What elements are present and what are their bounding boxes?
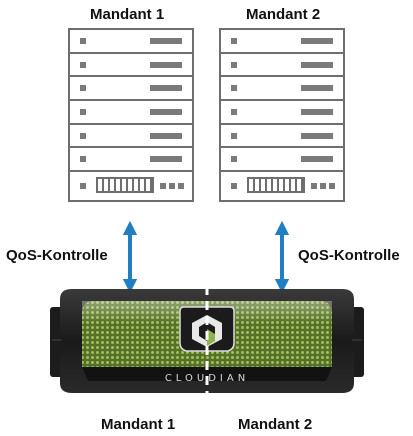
server-unit: [70, 54, 192, 78]
server-unit: [221, 77, 343, 102]
server-unit: [221, 148, 343, 173]
server-base-unit: [70, 172, 192, 200]
tenant-1-top-label: Mandant 1: [90, 6, 165, 23]
server-unit: [221, 30, 343, 54]
tenant-2-bottom-label: Mandant 2: [238, 416, 313, 433]
server-unit: [70, 77, 192, 102]
server-base-unit: [221, 172, 343, 200]
qos-label-left: QoS-Kontrolle: [6, 247, 108, 264]
server-unit: [221, 54, 343, 78]
tenant-1-bottom-label: Mandant 1: [101, 416, 176, 433]
server-unit: [70, 125, 192, 149]
server-unit: [70, 30, 192, 54]
appliance-brand-text: CLOUDIAN: [50, 373, 364, 384]
qos-label-right: QoS-Kontrolle: [298, 247, 400, 264]
server-unit: [70, 148, 192, 173]
tenant-1-server-rack: [68, 28, 194, 203]
server-unit: [221, 125, 343, 149]
tenant-2-server-rack: [219, 28, 345, 203]
tenant-2-top-label: Mandant 2: [246, 6, 321, 23]
server-unit: [221, 101, 343, 125]
server-unit: [70, 101, 192, 125]
